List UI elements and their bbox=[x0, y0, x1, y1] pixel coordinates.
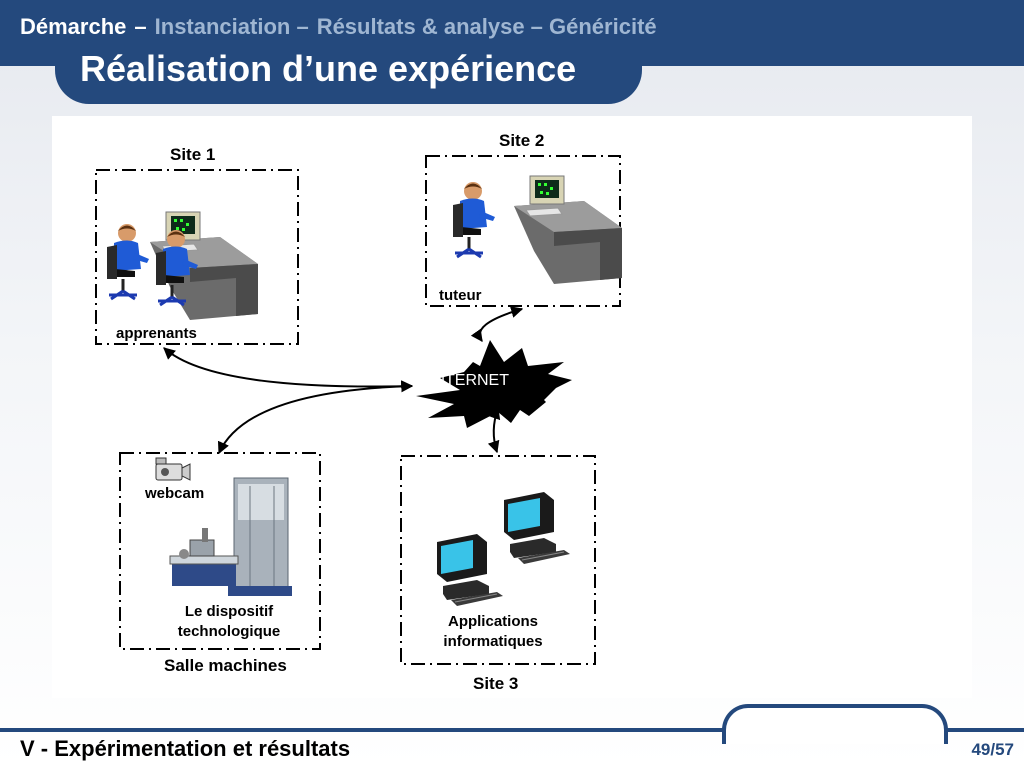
site1-box bbox=[95, 169, 299, 345]
salle-label: Salle machines bbox=[164, 656, 287, 675]
breadcrumb-separator: – bbox=[134, 14, 147, 39]
title-tab bbox=[55, 40, 642, 104]
apps-label: Applications informatiques bbox=[423, 612, 563, 652]
tuteur-label: tuteur bbox=[439, 287, 482, 304]
breadcrumb-instanciation[interactable]: Instanciation – bbox=[154, 14, 309, 39]
breadcrumb-resultats[interactable]: Résultats & analyse – Généricité bbox=[316, 14, 657, 39]
device-label-line2: technologique bbox=[177, 623, 281, 640]
arrow-salle-internet bbox=[217, 380, 414, 455]
arrow-site1-internet bbox=[163, 347, 414, 393]
device-label-line1: Le dispositif bbox=[184, 603, 274, 620]
workstation-icon bbox=[451, 175, 623, 285]
site1-label: Site 1 bbox=[170, 145, 216, 164]
workstation-icon bbox=[105, 211, 259, 321]
arrow-site3-internet bbox=[487, 406, 501, 454]
internet-label: INTERNET bbox=[429, 372, 509, 389]
breadcrumb: Démarche–Instanciation – Résultats & anal… bbox=[20, 14, 665, 40]
webcam-label: webcam bbox=[145, 485, 205, 502]
site3-label: Site 3 bbox=[473, 674, 519, 693]
salle-box bbox=[119, 452, 321, 650]
apps-label-line1: Applications bbox=[447, 613, 538, 630]
machine-icon bbox=[169, 477, 292, 596]
computer-icon bbox=[503, 491, 571, 565]
slide-title: Réalisation d’une expérience bbox=[80, 48, 577, 89]
explosion-shape bbox=[416, 340, 572, 428]
footer-section-title: V - Expérimentation et résultats bbox=[20, 736, 351, 761]
footer-tab bbox=[722, 704, 948, 744]
breadcrumb-demarche[interactable]: Démarche bbox=[20, 14, 127, 39]
apps-label-line2: informatiques bbox=[443, 633, 543, 650]
page-number: 49/57 bbox=[971, 740, 1014, 759]
apprenants-label: apprenants bbox=[116, 325, 197, 342]
footer-band bbox=[0, 728, 1024, 732]
diagram-canvas: Site 1 apprenants Site 2 tuteur INTERNET… bbox=[52, 116, 972, 698]
computer-icon bbox=[436, 533, 504, 607]
webcam-icon bbox=[155, 457, 191, 481]
site3-box bbox=[400, 455, 596, 665]
device-label: Le dispositif technologique bbox=[159, 602, 299, 642]
network-diagram bbox=[95, 155, 623, 665]
site2-label: Site 2 bbox=[499, 131, 545, 150]
arrow-site2-internet bbox=[470, 306, 524, 342]
